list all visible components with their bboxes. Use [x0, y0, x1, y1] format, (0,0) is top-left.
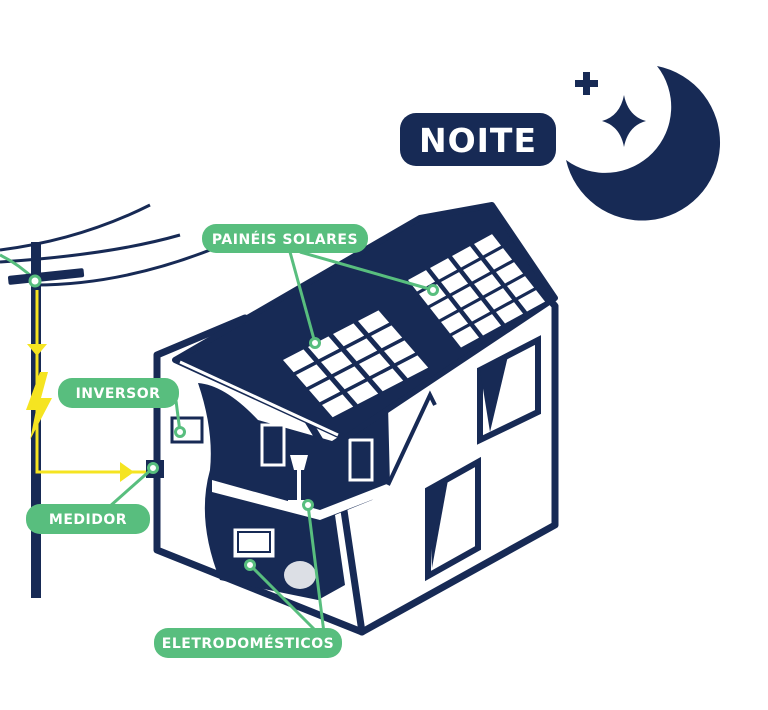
solar-cell [322, 394, 354, 418]
solar-cell [346, 338, 378, 362]
solar-cell [334, 366, 366, 390]
solar-cell [507, 276, 535, 298]
label-solar-panels-bg [202, 224, 368, 253]
solar-cell [496, 262, 524, 284]
callout-dot [174, 426, 186, 438]
power-wire [34, 248, 211, 287]
upper-window-2 [348, 438, 374, 482]
solar-panels [283, 234, 546, 418]
label-inverter-text: INVERSOR [76, 386, 161, 402]
solar-cell [358, 310, 390, 334]
label-meter-bg [26, 504, 150, 534]
solar-cell [372, 368, 404, 392]
pole-connector [28, 274, 42, 288]
star-icon [602, 95, 646, 147]
solar-cell [309, 379, 341, 403]
label-solar-panels-text: PAINÉIS SOLARES [212, 231, 358, 248]
label-appliances: ELETRODOMÉSTICOS [154, 628, 342, 658]
roof-edge-highlight [179, 360, 339, 437]
solar-cell [384, 340, 416, 364]
solar-cell [308, 336, 340, 360]
power-wire [0, 203, 151, 252]
tv-screen [237, 531, 271, 553]
power-wire [0, 233, 181, 264]
solar-cell [441, 272, 469, 294]
upper-window [260, 423, 286, 467]
leader-line-panels [299, 250, 434, 292]
solar-cell [430, 298, 458, 320]
moon-icon [566, 66, 721, 221]
leader-line-panels [288, 251, 317, 344]
moon-stars-icon [566, 66, 721, 221]
label-appliances-bg [154, 628, 342, 658]
solar-cell [518, 290, 546, 312]
callout-dot [302, 499, 314, 511]
night-badge-pill [400, 113, 556, 166]
solar-cell [371, 325, 403, 349]
flow-arrow [120, 462, 134, 482]
solar-cell [463, 260, 491, 282]
solar-cell [485, 288, 513, 310]
label-solar-panels: PAINÉIS SOLARES [202, 224, 368, 253]
solar-cell [474, 274, 502, 296]
lightning-icon [26, 372, 52, 440]
roof [172, 202, 558, 441]
lamp-icon [288, 455, 310, 506]
solar-cell [452, 246, 480, 268]
callout-dots [147, 284, 439, 571]
solar-cell [333, 323, 365, 347]
solar-cell [321, 351, 353, 375]
callout-dot [147, 462, 159, 474]
solar-cell [474, 314, 502, 336]
solar-cell [463, 300, 491, 322]
sofa-icon [284, 561, 316, 589]
leader-line-appliances [248, 563, 320, 635]
callout-dot [244, 559, 256, 571]
label-inverter-bg [58, 378, 179, 408]
solar-cell [474, 234, 502, 256]
pole-crossarm [7, 268, 85, 285]
label-meter: MEDIDOR [26, 504, 150, 534]
facade-line [386, 390, 437, 486]
right-window-shade [480, 356, 508, 432]
floor-slab [212, 480, 392, 520]
solar-cell [359, 353, 391, 377]
solar-cell [452, 286, 480, 308]
solar-cell [452, 326, 480, 348]
solar-cell [485, 248, 513, 270]
solar-cell [283, 349, 315, 373]
leader-line-appliances [306, 504, 326, 634]
callout-dot [427, 284, 439, 296]
solar-cell [296, 364, 328, 388]
night-badge: NOITE [400, 113, 556, 166]
label-appliances-text: ELETRODOMÉSTICOS [162, 635, 334, 652]
callout-dot [309, 337, 321, 349]
plus-star-icon [575, 72, 598, 95]
callout-lines [99, 250, 434, 635]
door-shade [428, 480, 448, 568]
solar-cell [430, 258, 458, 280]
flow-arrow [27, 344, 47, 356]
solar-cell [441, 312, 469, 334]
solar-cell [496, 302, 524, 324]
solar-cell [347, 381, 379, 405]
label-meter-text: MEDIDOR [49, 512, 127, 528]
label-inverter: INVERSOR [58, 378, 179, 408]
night-badge-label: NOITE [419, 121, 537, 160]
solar-cell [397, 355, 429, 379]
